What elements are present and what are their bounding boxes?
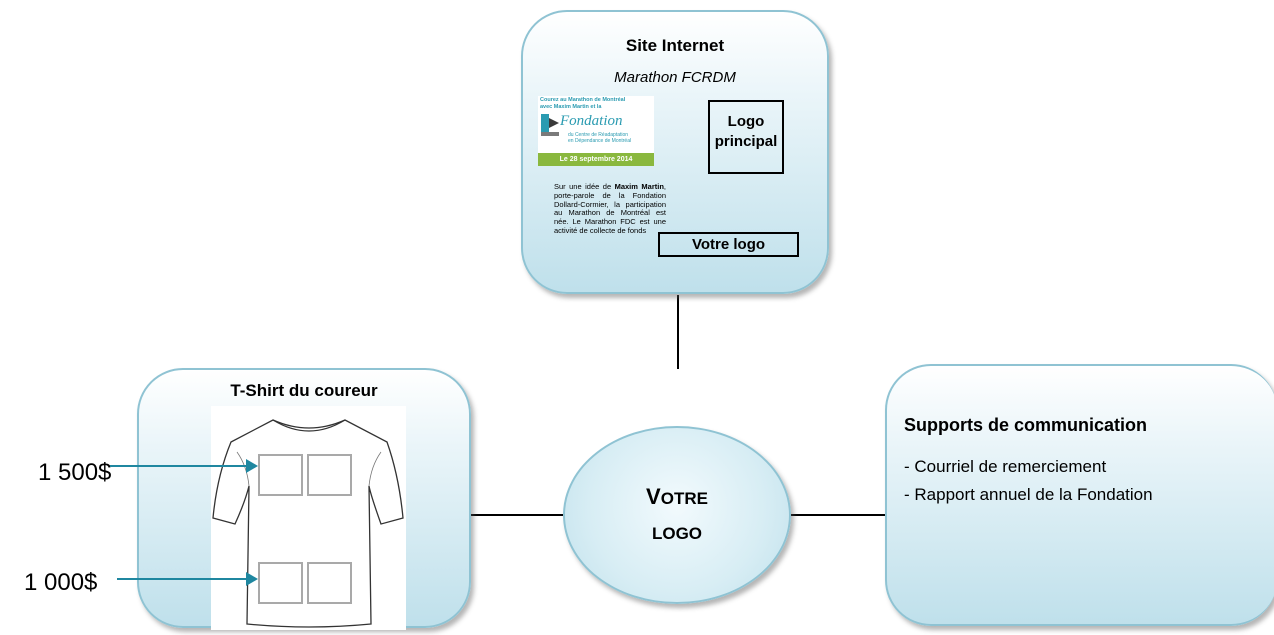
center-line-2: LOGO (651, 523, 703, 543)
marathon-banner: Courez au Marathon de Montréal avec Maxi… (538, 96, 654, 166)
main-logo-label-1: Logo (727, 113, 765, 130)
shirt-spot-1500-right (307, 454, 352, 496)
your-logo-box: Votre logo (658, 232, 799, 257)
shirt-spot-1000-left (258, 562, 303, 604)
banner-sub-1: du Centre de Réadaptation (568, 132, 629, 138)
center-cap: V (646, 483, 661, 509)
banner-sub-2: en Dépendance de Montréal (568, 138, 632, 144)
main-logo-box: Logo principal (708, 100, 784, 174)
center-rest: OTRE (660, 488, 708, 508)
fondation-logo-icon (541, 114, 559, 136)
site-description-pre: Sur une idée de (554, 182, 615, 191)
price-1000: 1 000$ (24, 569, 98, 596)
tshirt-panel: T-Shirt du coureur (137, 368, 471, 630)
banner-line-1: Courez au Marathon de Montréal (540, 97, 626, 103)
banner-line-2: avec Maxim Martin et la (540, 104, 602, 110)
arrow-1000 (117, 572, 258, 586)
shirt-spot-1500-left (258, 454, 303, 496)
tshirt-title: T-Shirt du coureur (230, 381, 378, 400)
site-description-bold: Maxim Martin (614, 182, 664, 191)
banner-date: Le 28 septembre 2014 (538, 153, 654, 166)
connector-top (677, 295, 679, 369)
your-logo-label: Votre logo (691, 236, 766, 253)
site-internet-subtitle: Marathon FCRDM (614, 69, 736, 86)
supports-item-2: - Rapport annuel de la Fondation (904, 485, 1153, 504)
arrow-1500 (110, 459, 258, 473)
supports-title: Supports de communication (904, 415, 1148, 435)
site-internet-title: Site Internet (625, 36, 725, 55)
price-1500: 1 500$ (38, 459, 112, 486)
site-description: Sur une idée de Maxim Martin, porte-paro… (554, 182, 666, 236)
connector-right (791, 514, 886, 516)
site-description-post: , porte-parole de la Fondation Dollard-C… (554, 182, 666, 235)
banner-brand: Fondation (560, 113, 623, 129)
supports-item-1: - Courriel de remerciement (904, 457, 1107, 476)
shirt-spot-1000-right (307, 562, 352, 604)
supports-panel: Supports de communication - Courriel de … (885, 364, 1274, 626)
connector-left (470, 514, 563, 516)
center-line-1: VOTRE (646, 480, 708, 517)
main-logo-label-2: principal (714, 133, 778, 150)
votre-logo-circle: VOTRE LOGO (563, 426, 791, 604)
site-internet-panel: Site Internet Marathon FCRDM Courez au M… (521, 10, 829, 294)
tshirt-image (211, 406, 406, 630)
